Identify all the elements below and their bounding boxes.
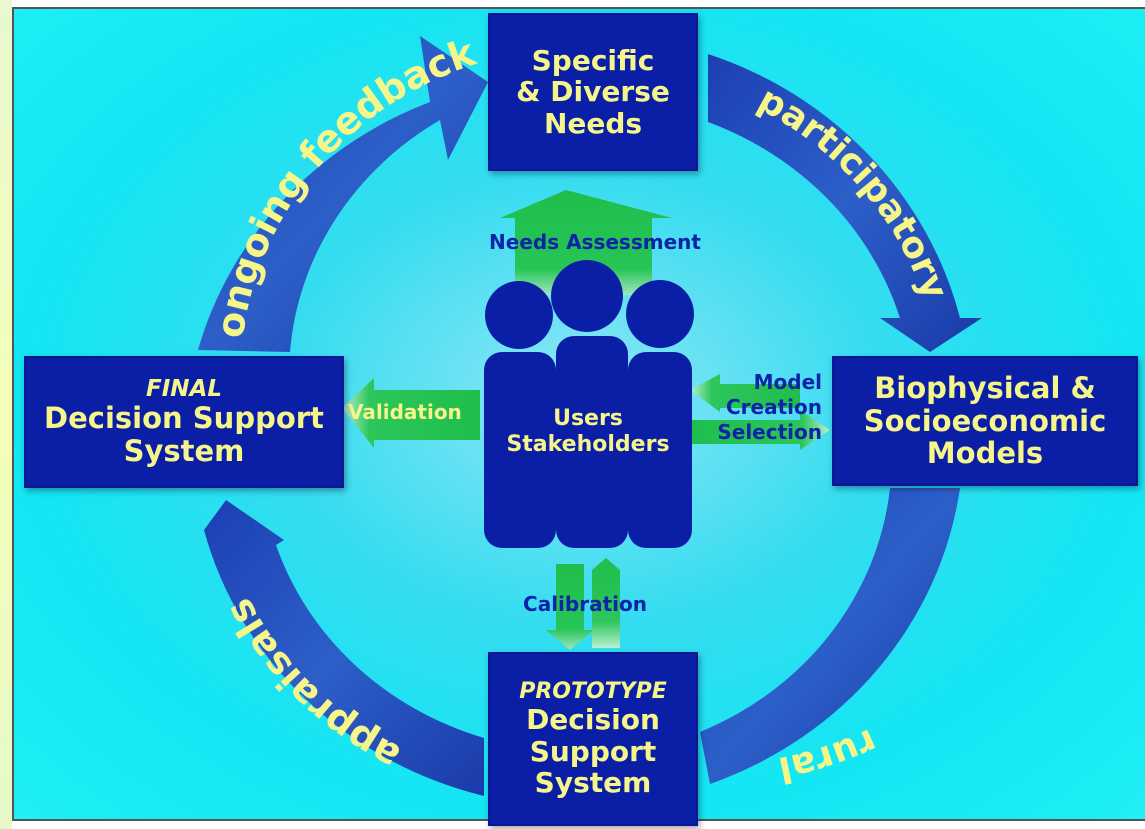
prototype-box: PROTOTYPE Decision Support System xyxy=(488,652,698,826)
cycle-arrow-top-right xyxy=(708,54,982,352)
prototype-line1: Decision xyxy=(526,703,660,737)
needs-line3: Needs xyxy=(543,106,643,140)
models-line3: Models xyxy=(926,436,1044,471)
people-group-icon xyxy=(484,260,694,548)
users-stakeholders-label: Users Stakeholders xyxy=(482,406,694,459)
final-line2: System xyxy=(123,433,245,468)
final-italic-label: FINAL xyxy=(146,375,222,402)
final-line1: Decision Support xyxy=(44,401,324,436)
prototype-line2: Support xyxy=(529,734,657,768)
model-creation-label: Model Creation Selection xyxy=(692,370,822,444)
models-box: Biophysical & Socioeconomic Models xyxy=(832,356,1138,486)
users-label: Users xyxy=(553,406,623,431)
needs-assessment-label: Needs Assessment xyxy=(489,230,701,254)
models-line2: Socioeconomic xyxy=(863,403,1107,438)
calibration-arrow xyxy=(546,558,620,650)
model-label-line2: Creation xyxy=(726,394,822,419)
needs-line2: & Diverse xyxy=(516,75,670,109)
needs-line1: Specific xyxy=(531,43,655,77)
needs-assessment-arrow xyxy=(500,190,672,295)
stakeholders-label: Stakeholders xyxy=(506,432,670,458)
model-label-line1: Model xyxy=(753,370,822,394)
final-box: FINAL Decision Support System xyxy=(24,356,344,488)
cycle-arrow-bottom-right xyxy=(700,488,960,784)
prototype-italic-label: PROTOTYPE xyxy=(519,678,667,704)
needs-box: Specific & Diverse Needs xyxy=(488,13,698,171)
validation-label: Validation xyxy=(348,400,462,424)
side-strip xyxy=(0,0,12,829)
cycle-arrow-bottom-left xyxy=(204,500,484,796)
prototype-line3: System xyxy=(534,765,652,799)
model-creation-arrow xyxy=(690,374,830,450)
model-label-line3: Selection xyxy=(717,419,822,444)
cycle-arrow-top-left xyxy=(198,36,488,352)
calibration-label: Calibration xyxy=(523,592,647,616)
validation-arrow xyxy=(342,378,480,448)
models-line1: Biophysical & xyxy=(874,371,1096,406)
